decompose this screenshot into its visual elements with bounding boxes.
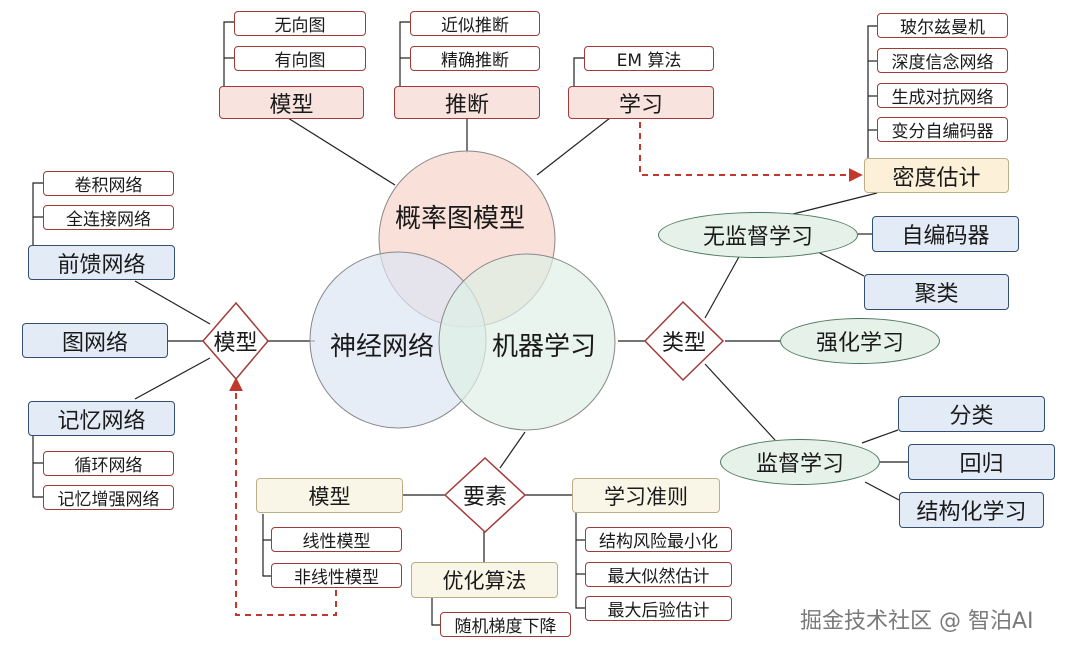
- supervised-learning-node: 监督学习: [720, 439, 880, 485]
- ml-type-diamond: [643, 300, 725, 382]
- mle-node: 最大似然估计: [585, 562, 732, 587]
- elements-model-node: 模型: [256, 478, 403, 513]
- reinforcement-learning-node: 强化学习: [780, 318, 940, 364]
- clustering-node: 聚类: [864, 274, 1009, 310]
- em-algorithm-node: EM 算法: [584, 46, 714, 71]
- venn-circles: [309, 150, 616, 431]
- pgm-learning-node: 学习: [568, 86, 714, 119]
- sgd-node: 随机梯度下降: [440, 612, 571, 637]
- learning-criteria-node: 学习准则: [572, 478, 720, 513]
- linear-model-node: 线性模型: [271, 527, 402, 552]
- deep-belief-network-node: 深度信念网络: [877, 48, 1008, 73]
- structured-learning-node: 结构化学习: [899, 492, 1044, 528]
- classification-node: 分类: [898, 396, 1045, 432]
- ml-label: 机器学习: [492, 332, 597, 362]
- gan-node: 生成对抗网络: [877, 83, 1008, 108]
- ml-circle: [438, 253, 616, 431]
- elements-diamond: [443, 456, 527, 534]
- pgm-inference-node: 推断: [394, 86, 540, 119]
- nonlinear-model-node: 非线性模型: [271, 563, 402, 588]
- nn-model-diamond: [202, 301, 269, 381]
- density-estimation-node: 密度估计: [864, 158, 1009, 193]
- optimization-algorithm-node: 优化算法: [411, 562, 558, 598]
- ml-type-diamond-label: 类型: [661, 331, 706, 356]
- regression-node: 回归: [908, 444, 1055, 480]
- memory-augmented-network-node: 记忆增强网络: [43, 485, 174, 510]
- structural-risk-node: 结构风险最小化: [585, 527, 732, 552]
- recurrent-network-node: 循环网络: [43, 451, 174, 476]
- cnn-node: 卷积网络: [43, 171, 174, 196]
- map-node: 最大后验估计: [585, 596, 732, 621]
- diamonds: [202, 300, 725, 534]
- connector-lines: [32, 21, 908, 626]
- dashed-arrows: [229, 122, 863, 616]
- fully-connected-node: 全连接网络: [43, 205, 174, 230]
- nn-label: 神经网络: [330, 332, 435, 362]
- exact-inference-node: 精确推断: [410, 46, 540, 71]
- directed-graph-node: 有向图: [234, 46, 366, 71]
- graph-network-node: 图网络: [22, 323, 168, 358]
- undirected-graph-node: 无向图: [234, 11, 366, 36]
- autoencoder-node: 自编码器: [872, 216, 1019, 252]
- unsupervised-learning-node: 无监督学习: [658, 212, 858, 258]
- pgm-model-node: 模型: [219, 86, 364, 119]
- pgm-label: 概率图模型: [395, 204, 526, 234]
- approx-inference-node: 近似推断: [410, 11, 540, 36]
- vae-node: 变分自编码器: [877, 117, 1008, 142]
- boltzmann-machine-node: 玻尔兹曼机: [877, 13, 1008, 38]
- memory-network-node: 记忆网络: [28, 401, 175, 436]
- elements-diamond-label: 要素: [462, 485, 507, 510]
- nn-model-diamond-label: 模型: [213, 331, 258, 356]
- feedforward-network-node: 前馈网络: [28, 245, 175, 280]
- watermark: 掘金技术社区 @ 智泊AI: [800, 609, 1034, 634]
